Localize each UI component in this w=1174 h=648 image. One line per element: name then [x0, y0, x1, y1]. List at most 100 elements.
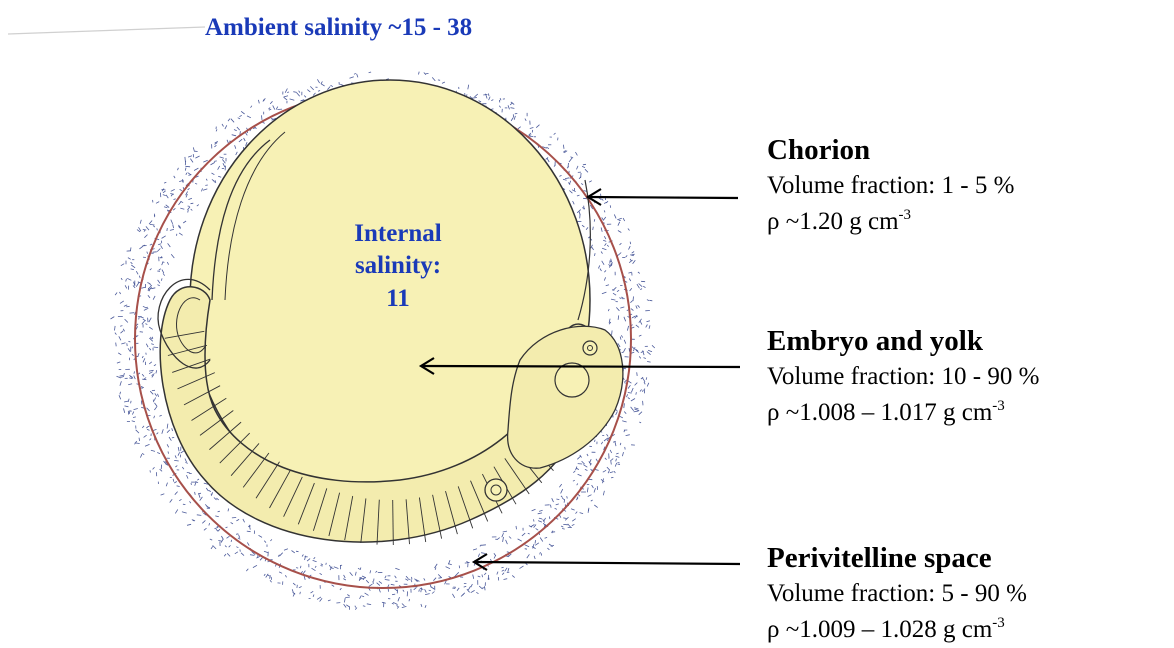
stipple-mark: [116, 343, 117, 347]
stipple-mark: [621, 335, 622, 337]
stipple-mark: [313, 93, 315, 96]
stipple-mark: [120, 375, 124, 376]
stipple-mark: [197, 205, 199, 207]
stipple-mark: [640, 321, 642, 325]
stipple-mark: [124, 373, 125, 376]
stipple-mark: [630, 242, 631, 244]
stipple-mark: [471, 590, 475, 592]
stipple-mark: [471, 584, 473, 587]
stipple-mark: [643, 378, 646, 382]
stipple-mark: [613, 293, 616, 295]
stipple-mark: [188, 210, 189, 213]
stipple-mark: [549, 516, 550, 519]
stipple-mark: [195, 482, 198, 483]
stipple-mark: [328, 600, 331, 601]
stipple-mark: [142, 356, 143, 358]
stipple-mark: [649, 325, 650, 328]
stipple-mark: [409, 599, 410, 601]
stipple-mark: [174, 176, 175, 178]
stipple-mark: [227, 536, 230, 538]
stipple-mark: [643, 390, 644, 392]
stipple-mark: [370, 570, 371, 573]
stipple-mark: [392, 594, 395, 595]
stipple-mark: [588, 495, 592, 497]
stipple-mark: [133, 417, 136, 418]
stipple-mark: [569, 158, 572, 162]
stipple-mark: [591, 500, 593, 501]
stipple-mark: [195, 156, 199, 158]
stipple-mark: [134, 376, 136, 380]
stipple-mark: [647, 383, 649, 387]
stipple-mark: [149, 318, 151, 322]
stipple-mark: [236, 152, 238, 155]
stipple-mark: [617, 218, 622, 220]
stipple-mark: [175, 509, 178, 513]
stipple-mark: [344, 604, 347, 607]
stipple-mark: [617, 290, 619, 292]
stipple-mark: [628, 393, 632, 394]
stipple-mark: [650, 300, 653, 301]
stipple-mark: [501, 567, 503, 568]
stipple-mark: [638, 272, 640, 273]
chorion-density-exp: -3: [899, 207, 912, 223]
stipple-mark: [163, 191, 166, 193]
stipple-mark: [468, 85, 469, 90]
stipple-mark: [595, 253, 596, 256]
embryo-yolk-volume: Volume fraction: 10 - 90 %: [767, 359, 1039, 395]
stipple-mark: [121, 343, 125, 344]
stipple-mark: [592, 247, 594, 250]
stipple-mark: [507, 552, 510, 553]
stipple-mark: [552, 498, 554, 502]
stipple-mark: [153, 429, 156, 430]
stipple-mark: [421, 604, 422, 607]
stipple-mark: [607, 467, 610, 470]
stipple-mark: [250, 555, 254, 556]
stipple-mark: [304, 96, 306, 98]
stipple-mark: [332, 585, 335, 587]
stipple-mark: [264, 551, 268, 553]
stipple-mark: [610, 450, 612, 453]
stipple-mark: [626, 435, 630, 436]
stipple-mark: [596, 459, 598, 462]
stipple-mark: [357, 74, 358, 78]
stipple-mark: [604, 236, 606, 239]
stipple-mark: [162, 429, 164, 434]
stipple-mark: [169, 437, 171, 441]
stipple-mark: [139, 373, 140, 374]
stipple-mark: [426, 73, 429, 74]
stipple-mark: [581, 173, 582, 178]
stipple-mark: [152, 337, 153, 339]
stipple-mark: [181, 451, 184, 453]
stipple-mark: [125, 285, 127, 288]
stipple-mark: [626, 255, 628, 257]
stipple-mark: [518, 127, 521, 129]
stipple-mark: [612, 262, 613, 266]
stipple-mark: [425, 605, 426, 608]
stipple-mark: [151, 288, 155, 289]
stipple-mark: [235, 145, 236, 149]
stipple-mark: [173, 208, 175, 210]
stipple-mark: [601, 252, 602, 254]
stipple-mark: [561, 526, 563, 527]
stipple-mark: [139, 246, 143, 249]
stipple-mark: [202, 520, 205, 523]
stipple-mark: [442, 82, 445, 83]
chorion-heading: Chorion: [767, 132, 1014, 168]
stipple-mark: [577, 195, 580, 196]
stipple-mark: [167, 424, 168, 429]
stipple-mark: [115, 326, 116, 331]
stipple-mark: [203, 189, 207, 190]
stipple-mark: [126, 279, 127, 282]
stipple-mark: [622, 452, 623, 456]
stipple-mark: [239, 115, 241, 116]
stipple-mark: [203, 160, 207, 162]
embryo-eye-inner: [583, 341, 597, 355]
stipple-mark: [610, 472, 614, 473]
stipple-mark: [478, 554, 479, 557]
stipple-mark: [125, 319, 128, 322]
stipple-mark: [128, 399, 129, 402]
stipple-mark: [145, 324, 147, 325]
stipple-mark: [154, 347, 159, 348]
stipple-mark: [159, 269, 161, 271]
stipple-mark: [269, 109, 271, 110]
